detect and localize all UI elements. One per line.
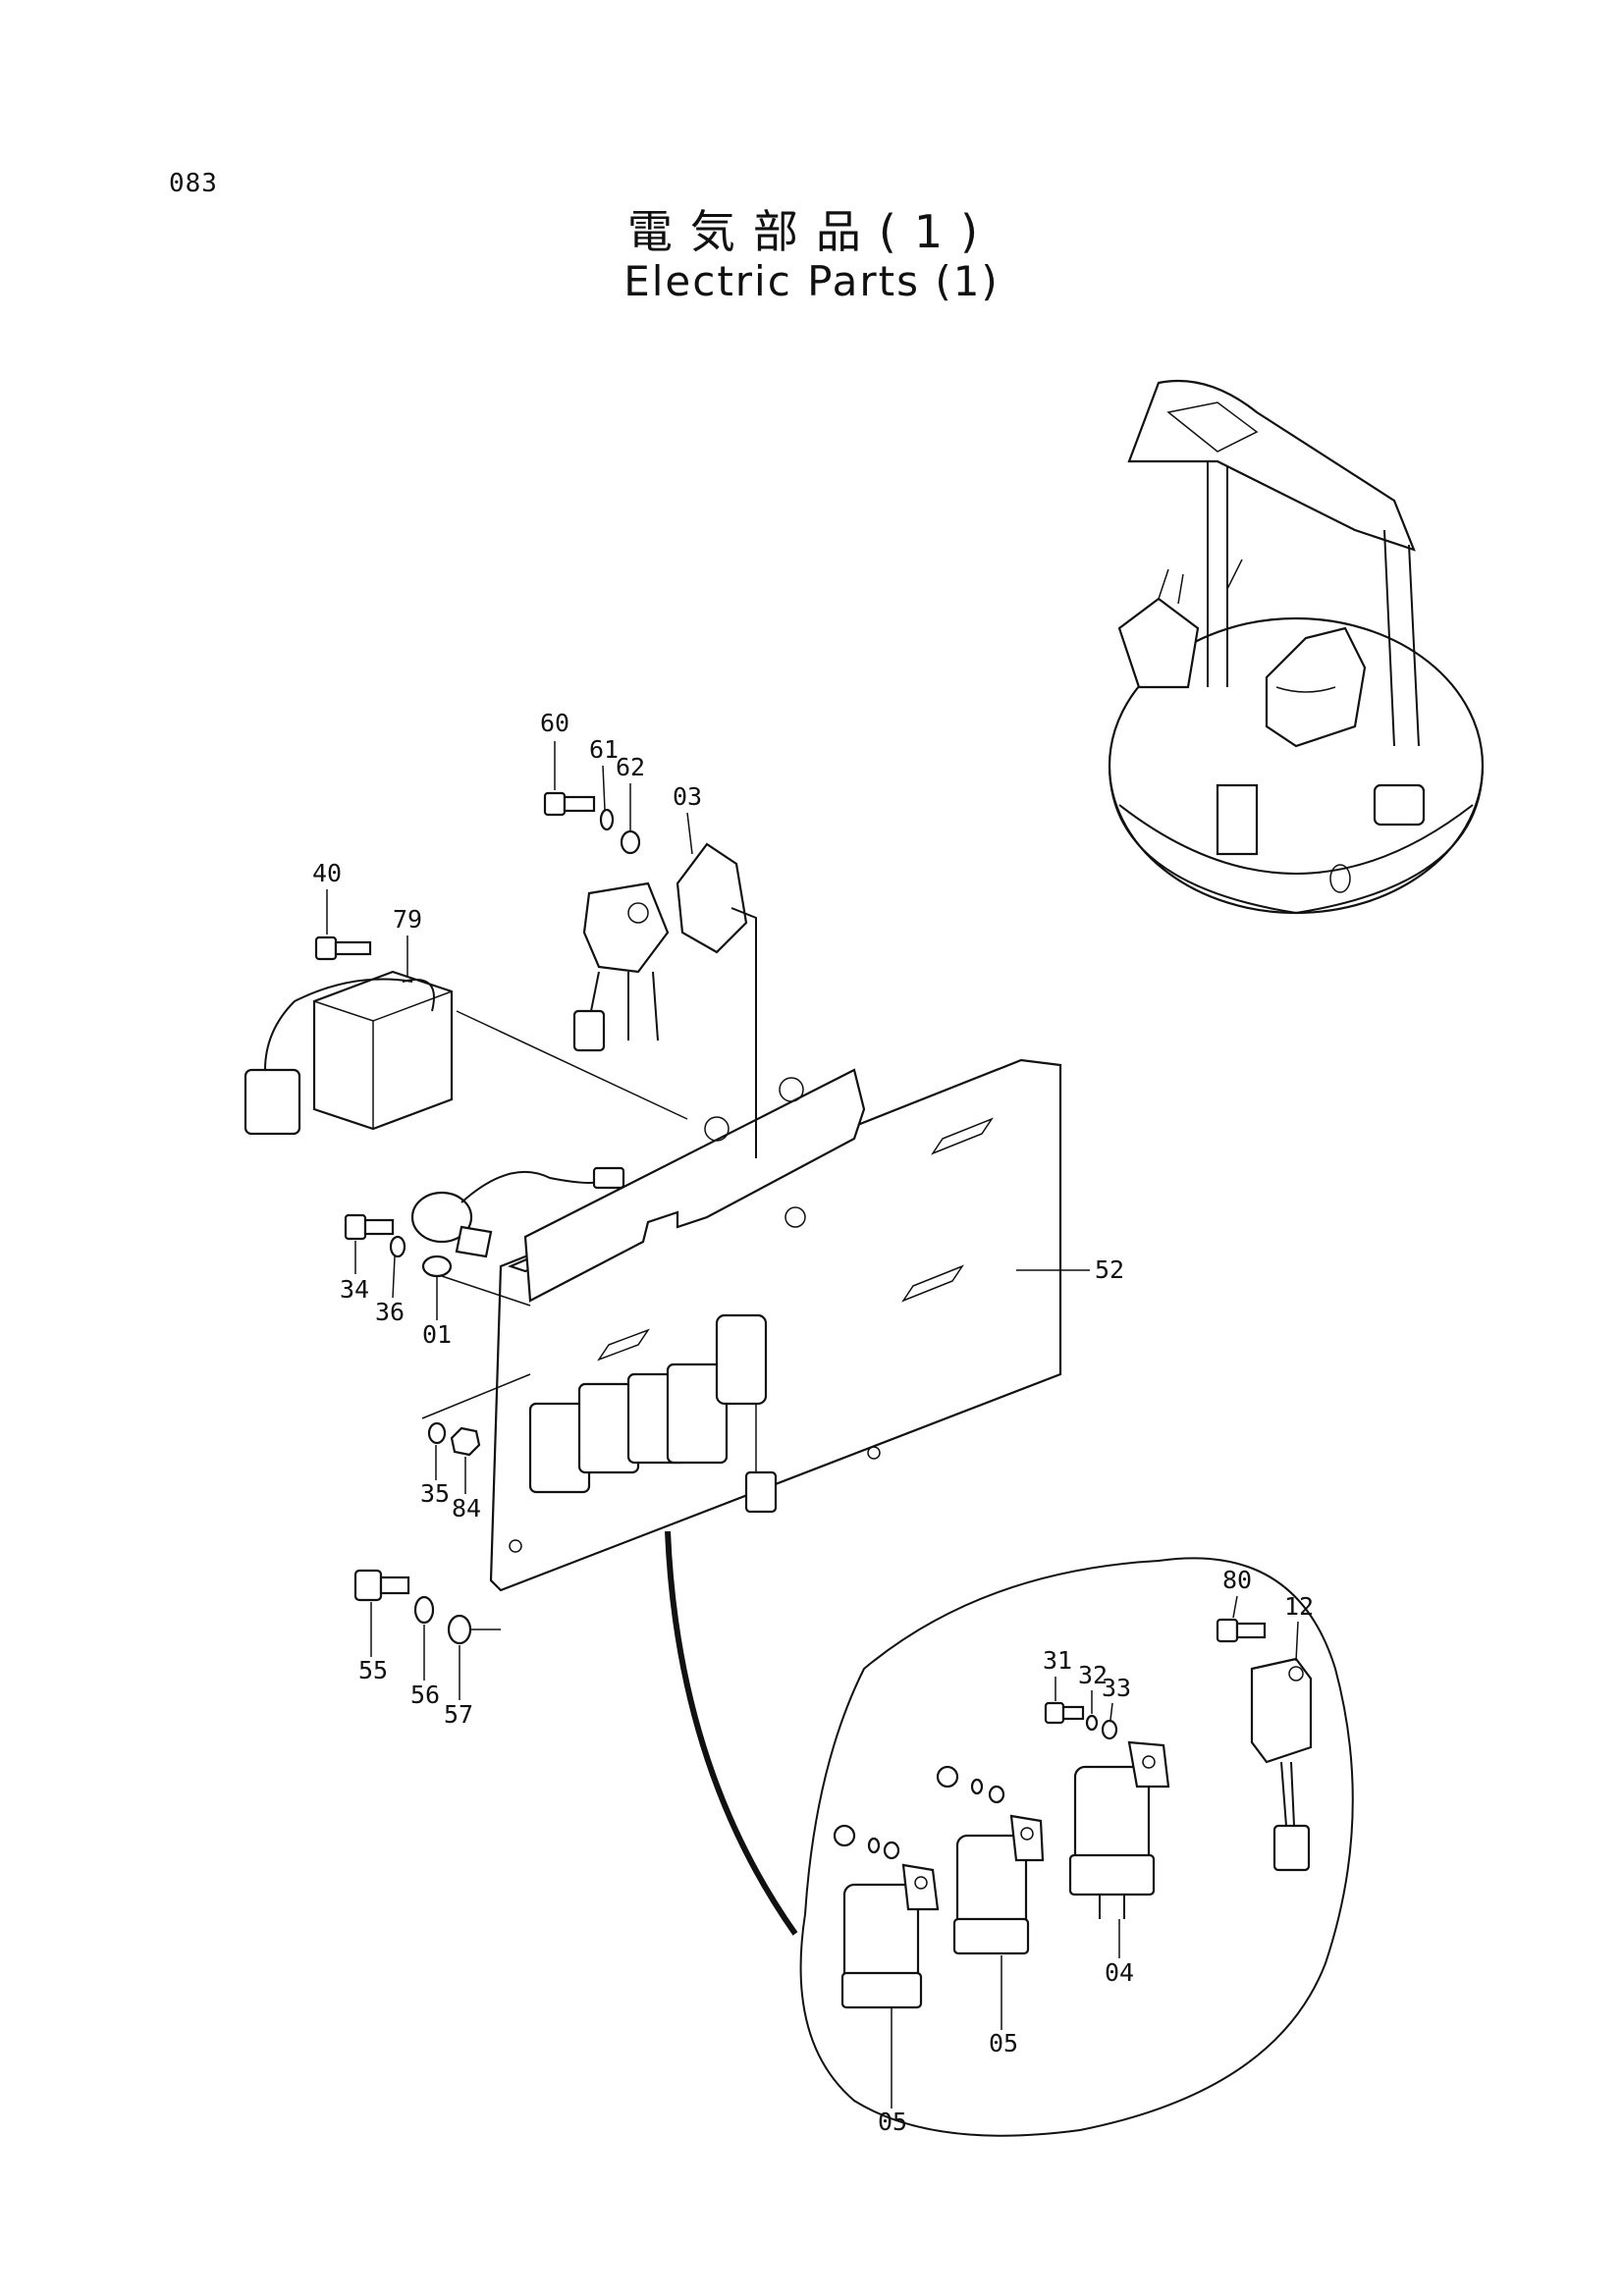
leader-line bbox=[421, 1373, 531, 1419]
callout-04: 04 bbox=[1105, 1958, 1134, 1987]
machine-overview-illustration bbox=[1108, 379, 1485, 915]
callout-52: 52 bbox=[1095, 1255, 1124, 1284]
washer-part-36 bbox=[389, 1235, 406, 1258]
callout-03: 03 bbox=[673, 782, 702, 811]
bolt-part-40 bbox=[314, 935, 372, 961]
bolt-part-55 bbox=[353, 1569, 410, 1602]
callout-79: 79 bbox=[393, 905, 422, 934]
callout-32: 32 bbox=[1078, 1661, 1108, 1689]
callout-05-middle: 05 bbox=[989, 2029, 1018, 2057]
detail-bubble-outline bbox=[799, 1557, 1354, 2137]
page-title-english: Electric Parts (1) bbox=[623, 257, 1000, 305]
callout-40: 40 bbox=[312, 859, 342, 887]
callout-80: 80 bbox=[1222, 1566, 1252, 1594]
washer-part-32 bbox=[1085, 1714, 1099, 1732]
callout-55: 55 bbox=[358, 1656, 388, 1684]
page-title-japanese: 電気部品(1) bbox=[626, 205, 997, 258]
callout-01: 01 bbox=[422, 1320, 452, 1349]
relay-part-05-middle bbox=[936, 1765, 1045, 1955]
callout-33: 33 bbox=[1102, 1674, 1131, 1702]
callout-61: 61 bbox=[589, 735, 619, 764]
relay-part-03 bbox=[572, 842, 757, 1158]
callout-labels: 60 61 62 03 40 79 34 36 01 52 35 84 55 5… bbox=[312, 709, 1314, 2136]
callout-12: 12 bbox=[1284, 1592, 1314, 1621]
washer-part-56 bbox=[413, 1595, 435, 1625]
callout-35: 35 bbox=[420, 1479, 450, 1508]
washer-part-33 bbox=[1101, 1719, 1118, 1740]
relay-part-05-front bbox=[833, 1824, 940, 2009]
bolt-part-60 bbox=[543, 791, 596, 817]
washer-part-62 bbox=[620, 829, 641, 855]
switch-part-01 bbox=[410, 1166, 625, 1307]
callout-36: 36 bbox=[375, 1298, 405, 1326]
callout-62: 62 bbox=[616, 753, 645, 781]
nut-part-84 bbox=[450, 1426, 481, 1457]
callout-31: 31 bbox=[1043, 1646, 1072, 1675]
washer-part-57 bbox=[447, 1614, 472, 1645]
relay-part-12 bbox=[1250, 1657, 1313, 1872]
bolt-part-31 bbox=[1044, 1701, 1085, 1725]
washer-part-61 bbox=[599, 808, 615, 831]
bolt-part-34 bbox=[344, 1213, 395, 1241]
page-number: 083 bbox=[169, 169, 218, 198]
mounting-plate-assembly bbox=[489, 1058, 1062, 1592]
relay-part-79 bbox=[243, 970, 688, 1136]
callout-57: 57 bbox=[444, 1700, 473, 1729]
callout-60: 60 bbox=[540, 709, 569, 737]
relay-part-04 bbox=[1068, 1740, 1170, 1919]
callout-84: 84 bbox=[452, 1494, 481, 1522]
washer-part-35 bbox=[427, 1421, 447, 1445]
callout-56: 56 bbox=[410, 1681, 440, 1709]
callout-34: 34 bbox=[340, 1275, 369, 1304]
bolt-part-80 bbox=[1216, 1618, 1267, 1643]
callout-05-front: 05 bbox=[878, 2108, 907, 2136]
detail-connector-line bbox=[665, 1530, 798, 1936]
